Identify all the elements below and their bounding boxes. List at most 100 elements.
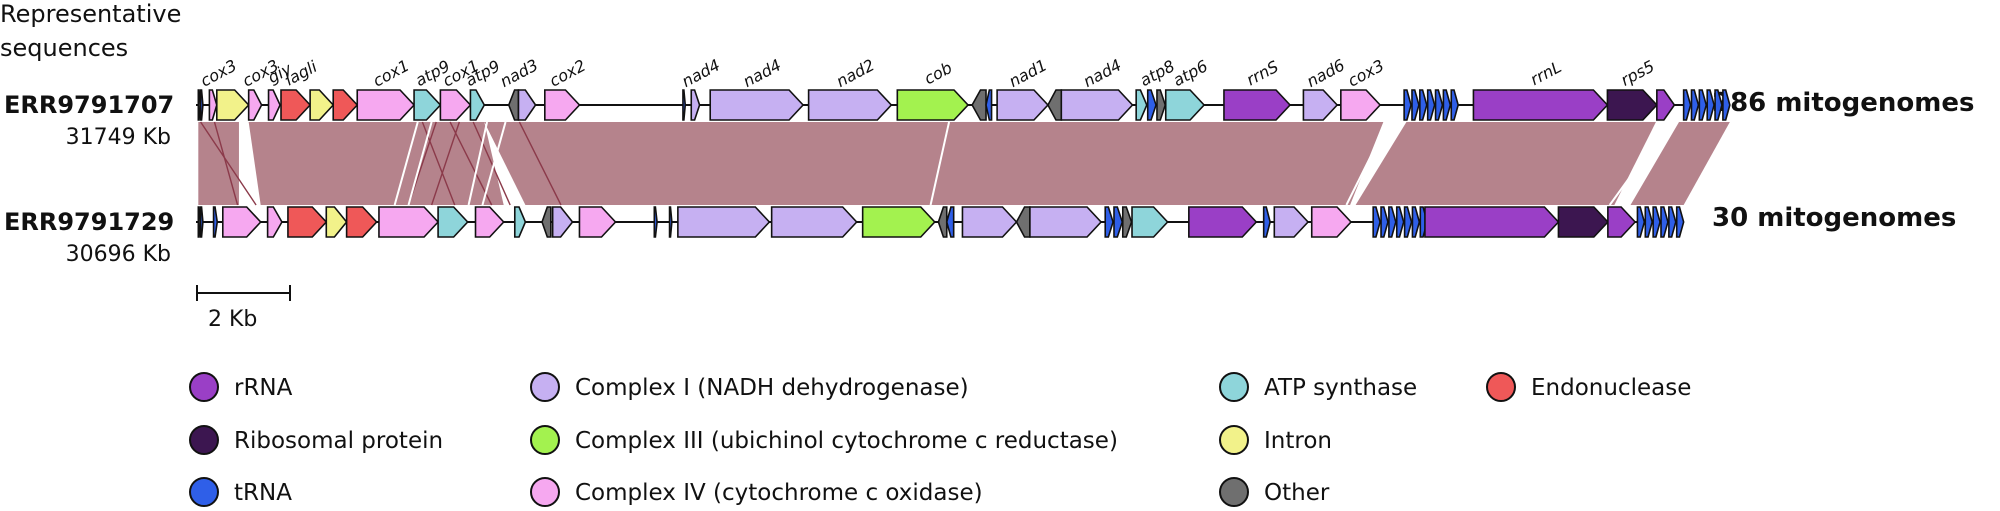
gene-arrow-ribosomal — [1606, 89, 1658, 121]
gene-arrow-complex4 — [266, 206, 283, 238]
gene-label: nad4 — [1080, 55, 1124, 91]
track-2-genes — [197, 206, 1685, 238]
legend-label-intron: Intron — [1264, 428, 1332, 454]
gene-arrow-other — [197, 206, 201, 238]
gene-arrow-tRNA — [1706, 89, 1715, 121]
gene-arrow-intron — [325, 206, 348, 238]
gene-arrow-tRNA — [1411, 206, 1421, 238]
gene-arrow-endonuclease — [287, 206, 328, 238]
legend-item-complex-iv: Complex IV (cytochrome c oxidase) — [530, 477, 983, 507]
legend-label-complex-iv: Complex IV (cytochrome c oxidase) — [575, 480, 983, 506]
gene-label: rrnL — [1527, 57, 1564, 89]
legend-label-rrna: rRNA — [234, 375, 293, 401]
gene-arrow-complex4 — [1310, 206, 1353, 238]
legend-label-ribosomal-protein: Ribosomal protein — [234, 428, 443, 454]
legend-swatch-complex-iv — [530, 477, 560, 507]
track-1-id: ERR9791707 — [4, 91, 174, 119]
track-2-id: ERR9791729 — [4, 208, 174, 236]
gene-arrow-tRNA — [1411, 89, 1420, 121]
track-1: ERR9791707 31749 Kb 286 mitogenomes cox3… — [4, 55, 1974, 150]
legend-item-trna: tRNA — [189, 477, 292, 507]
synteny-links — [198, 121, 1730, 206]
gene-arrow-other — [971, 89, 987, 121]
gene-arrow-atp — [413, 89, 442, 121]
gene-label: atp6 — [1170, 56, 1211, 90]
gene-arrow-complex3 — [896, 89, 970, 121]
gene-arrow-tRNA — [1388, 206, 1397, 238]
gene-arrow-complex4 — [247, 89, 263, 121]
gene-arrow-atp — [1164, 89, 1206, 121]
legend-item-atp-synthase: ATP synthase — [1219, 372, 1417, 402]
gene-arrow-tRNA — [1660, 206, 1669, 238]
legend-swatch-complex-i — [530, 372, 560, 402]
gene-arrow-tRNA — [653, 206, 658, 238]
gene-arrow-tRNA — [985, 89, 993, 121]
gene-arrow-intron — [309, 89, 335, 121]
gene-arrow-other — [1121, 206, 1133, 238]
gene-arrow-complex1 — [1060, 89, 1134, 121]
gene-arrow-tRNA — [1426, 89, 1436, 121]
gene-arrow-rRNA — [1223, 89, 1292, 121]
header-line-1: Representative — [0, 0, 181, 28]
gene-arrow-complex1 — [1273, 206, 1310, 238]
gene-arrow-complex4 — [439, 89, 472, 121]
track-1-count: 286 mitogenomes — [1712, 88, 1974, 118]
synteny-gap — [1345, 121, 1389, 206]
gene-arrow-tRNA — [212, 206, 219, 238]
synteny-inversion — [518, 121, 562, 206]
gene-arrow-complex1 — [1302, 89, 1339, 121]
gene-arrow-tRNA — [1419, 89, 1428, 121]
gene-arrow-tRNA — [1652, 206, 1661, 238]
header-line-2: sequences — [0, 34, 128, 62]
gene-arrow-tRNA — [1668, 206, 1677, 238]
track-1-size: 31749 Kb — [66, 125, 171, 150]
gene-label: cox3 — [197, 56, 240, 91]
gene-arrow-complex1 — [996, 89, 1050, 121]
gene-arrow-tRNA — [668, 206, 673, 238]
gene-arrow-complex1 — [1029, 206, 1103, 238]
synteny-block — [248, 122, 504, 205]
gene-arrow-other — [1047, 89, 1063, 121]
gene-arrow-other — [1015, 206, 1031, 238]
legend-label-trna: tRNA — [234, 480, 292, 506]
gene-label: nad1 — [1006, 55, 1050, 91]
gene-label: rrnS — [1243, 57, 1281, 89]
gene-arrow-tRNA — [1380, 206, 1389, 238]
gene-label: rps5 — [1618, 56, 1658, 89]
gene-arrow-tRNA — [1636, 206, 1646, 238]
synteny-gap — [393, 121, 419, 206]
scale-bar-label: 2 Kb — [208, 307, 257, 332]
track-2-size: 30696 Kb — [66, 242, 171, 267]
gene-arrow-tRNA — [1682, 89, 1692, 121]
gene-arrow-tRNA — [1675, 206, 1685, 238]
gene-arrow-tRNA — [1450, 89, 1460, 121]
synteny-inversion — [449, 121, 493, 206]
legend-swatch-complex-iii — [530, 425, 560, 455]
gene-arrow-complex1 — [517, 89, 537, 121]
legend-label-endonuclease: Endonuclease — [1531, 375, 1691, 401]
gene-arrow-rRNA — [1188, 206, 1258, 238]
synteny-block — [1630, 122, 1730, 205]
legend-swatch-rrna — [189, 372, 219, 402]
gene-arrow-endonuclease — [345, 206, 378, 238]
gene-arrow-other — [541, 206, 552, 238]
legend-swatch-other — [1219, 477, 1249, 507]
legend-swatch-atp-synthase — [1219, 372, 1249, 402]
gene-arrow-other — [507, 89, 520, 121]
gene-arrow-tRNA — [1698, 89, 1708, 121]
gene-arrow-complex3 — [861, 206, 936, 238]
gene-arrow-complex4 — [544, 89, 581, 121]
gene-arrow-tRNA — [1104, 206, 1114, 238]
track-2-count: 30 mitogenomes — [1712, 203, 1956, 233]
gene-arrow-tRNA — [1395, 206, 1405, 238]
synteny-block — [484, 122, 1384, 205]
legend-label-atp-synthase: ATP synthase — [1264, 375, 1417, 401]
gene-arrow-atp — [513, 206, 527, 238]
legend-item-complex-i: Complex I (NADH dehydrogenase) — [530, 372, 969, 402]
gene-arrow-atp — [469, 89, 486, 121]
synteny-gap — [467, 121, 489, 206]
gene-label: nad4 — [679, 55, 723, 91]
synteny-gap — [407, 121, 433, 206]
gene-arrow-complex4 — [578, 206, 617, 238]
